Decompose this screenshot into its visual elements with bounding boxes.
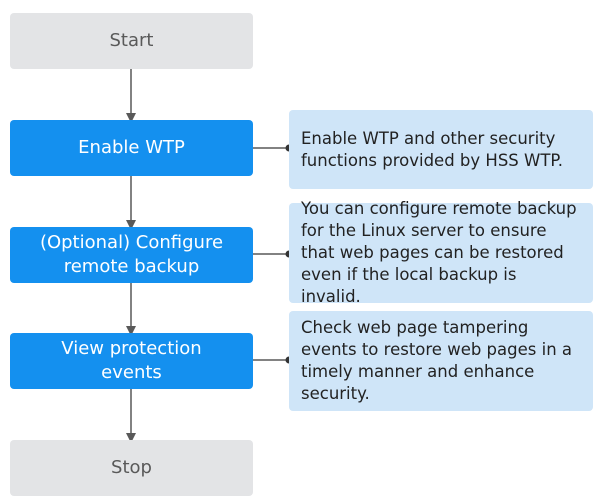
step-configure-remote-backup: (Optional) Configure remote backup	[10, 227, 253, 283]
note-configure-remote-backup: You can configure remote backup for the …	[289, 199, 593, 306]
note-enable-wtp: Enable WTP and other security functions …	[289, 110, 593, 189]
note-view-protection-events: Check web page tampering events to resto…	[289, 311, 593, 411]
step-view-protection-events: View protection events	[10, 333, 253, 389]
step-enable-wtp: Enable WTP	[10, 120, 253, 176]
stop-node: Stop	[10, 440, 253, 496]
start-node: Start	[10, 13, 253, 69]
